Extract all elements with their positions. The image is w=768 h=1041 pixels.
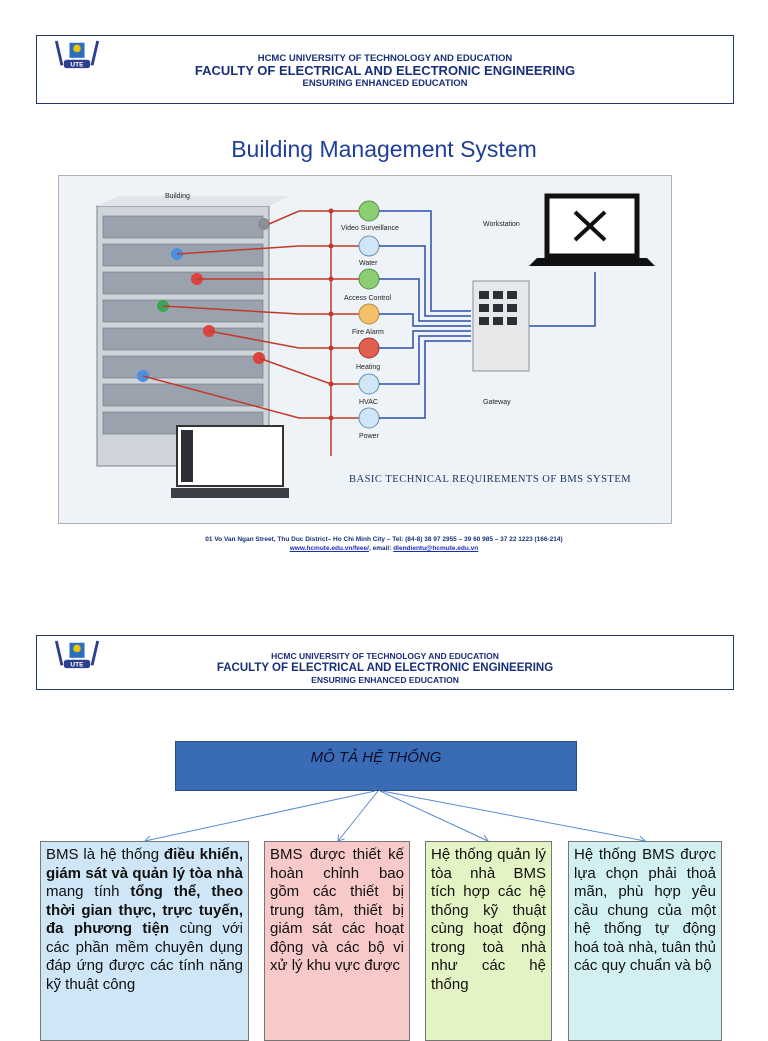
system-label: Water — [359, 260, 378, 267]
building-label: Building — [165, 193, 190, 200]
gateway-label: Gateway — [483, 399, 511, 406]
website-link[interactable]: www.hcmute.edu.vn/feee/ — [289, 545, 369, 552]
slide-footer: 01 Vo Van Ngan Street, Thu Duc District–… — [0, 535, 768, 553]
description-box-3: Hệ thống quản lý tòa nhà BMS tích hợp cá… — [425, 841, 552, 1041]
university-name: HCMC UNIVERSITY OF TECHNOLOGY AND EDUCAT… — [257, 53, 513, 64]
diagram-caption: BASIC TECHNICAL REQUIREMENTS OF BMS SYST… — [349, 474, 631, 485]
bms-diagram: Building — [58, 175, 672, 524]
slide-header: UTE HCMC UNIVERSITY OF TECHNOLOGY AND ED… — [36, 35, 734, 104]
system-label: Heating — [356, 364, 380, 371]
university-name: HCMC UNIVERSITY OF TECHNOLOGY AND EDUCAT… — [271, 651, 499, 661]
ute-logo: UTE — [54, 640, 100, 668]
workstation-label: Workstation — [483, 221, 520, 228]
description-box-2: BMS được thiết kế hoàn chỉnh bao gồm các… — [264, 841, 410, 1041]
slide-header: UTE HCMC UNIVERSITY OF TECHNOLOGY AND ED… — [36, 635, 734, 690]
email-prefix: , email: — [368, 545, 394, 552]
monitor — [176, 425, 284, 487]
svg-text:UTE: UTE — [70, 61, 84, 68]
description-box-1: BMS là hệ thống điều khiển, giám sát và … — [40, 841, 249, 1041]
system-label: Access Control — [344, 295, 392, 302]
ute-logo: UTE — [54, 40, 100, 68]
slide-title: Building Management System — [231, 136, 537, 162]
system-label: Power — [359, 433, 380, 440]
address: 01 Vo Van Ngan Street, Thu Duc District–… — [205, 536, 563, 543]
system-label: HVAC — [359, 399, 378, 406]
description-box-4: Hệ thống BMS được lựa chọn phải thoả mãn… — [568, 841, 722, 1041]
system-description-banner: MÔ TẢ HỆ THỐNG — [175, 741, 577, 791]
motto: ENSURING ENHANCED EDUCATION — [302, 78, 468, 89]
motto: ENSURING ENHANCED EDUCATION — [311, 675, 459, 685]
slide-1: UTE HCMC UNIVERSITY OF TECHNOLOGY AND ED… — [0, 35, 768, 553]
system-label: Fire Alarm — [352, 329, 384, 336]
email-link[interactable]: dlendientu@hcmute.edu.vn — [393, 545, 479, 552]
faculty-name: FACULTY OF ELECTRICAL AND ELECTRONIC ENG… — [216, 662, 554, 674]
svg-text:UTE: UTE — [70, 661, 84, 668]
faculty-name: FACULTY OF ELECTRICAL AND ELECTRONIC ENG… — [194, 63, 576, 78]
system-label: Video Surveillance — [341, 225, 399, 232]
